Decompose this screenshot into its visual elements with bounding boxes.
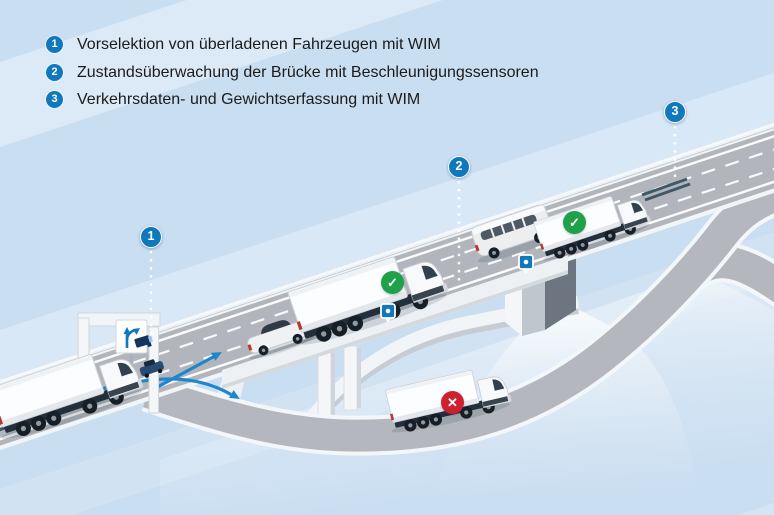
- legend-item-label: Zustandsüberwachung der Brücke mit Besch…: [77, 63, 539, 81]
- legend-item-label: Verkehrsdaten- und Gewichtserfassung mit…: [77, 91, 421, 108]
- check-icon: ✓: [381, 271, 404, 294]
- bypass-road: [141, 174, 774, 456]
- vehicles: [0, 186, 654, 445]
- legend-item-label: Vorselektion von überladenen Fahrzeugen …: [77, 36, 441, 53]
- legend: 1 Vorselektion von überladenen Fahrzeuge…: [46, 33, 539, 116]
- wim-strip-station-3: [641, 177, 691, 202]
- cross-icon: ✕: [441, 391, 464, 414]
- lane-split-sign-icon: [115, 319, 148, 354]
- legend-number-badge: 3: [46, 91, 63, 108]
- marker-leader-lines: [149, 125, 677, 336]
- legend-number-badge: 2: [46, 63, 63, 81]
- legend-item-2: 2 Zustandsüberwachung der Brücke mit Bes…: [46, 61, 539, 89]
- marker-2: 2: [448, 156, 470, 178]
- marker-1: 1: [140, 226, 162, 248]
- camera-icon: [134, 335, 154, 348]
- legend-item-3: 3 Verkehrsdaten- und Gewichtserfassung m…: [46, 88, 539, 116]
- small-car: [139, 359, 164, 378]
- legend-number-badge: 1: [46, 36, 63, 53]
- bridge-deck: [222, 255, 568, 389]
- check-icon: ✓: [563, 211, 586, 234]
- legend-item-1: 1 Vorselektion von überladenen Fahrzeuge…: [46, 33, 539, 61]
- marker-3: 3: [664, 101, 686, 123]
